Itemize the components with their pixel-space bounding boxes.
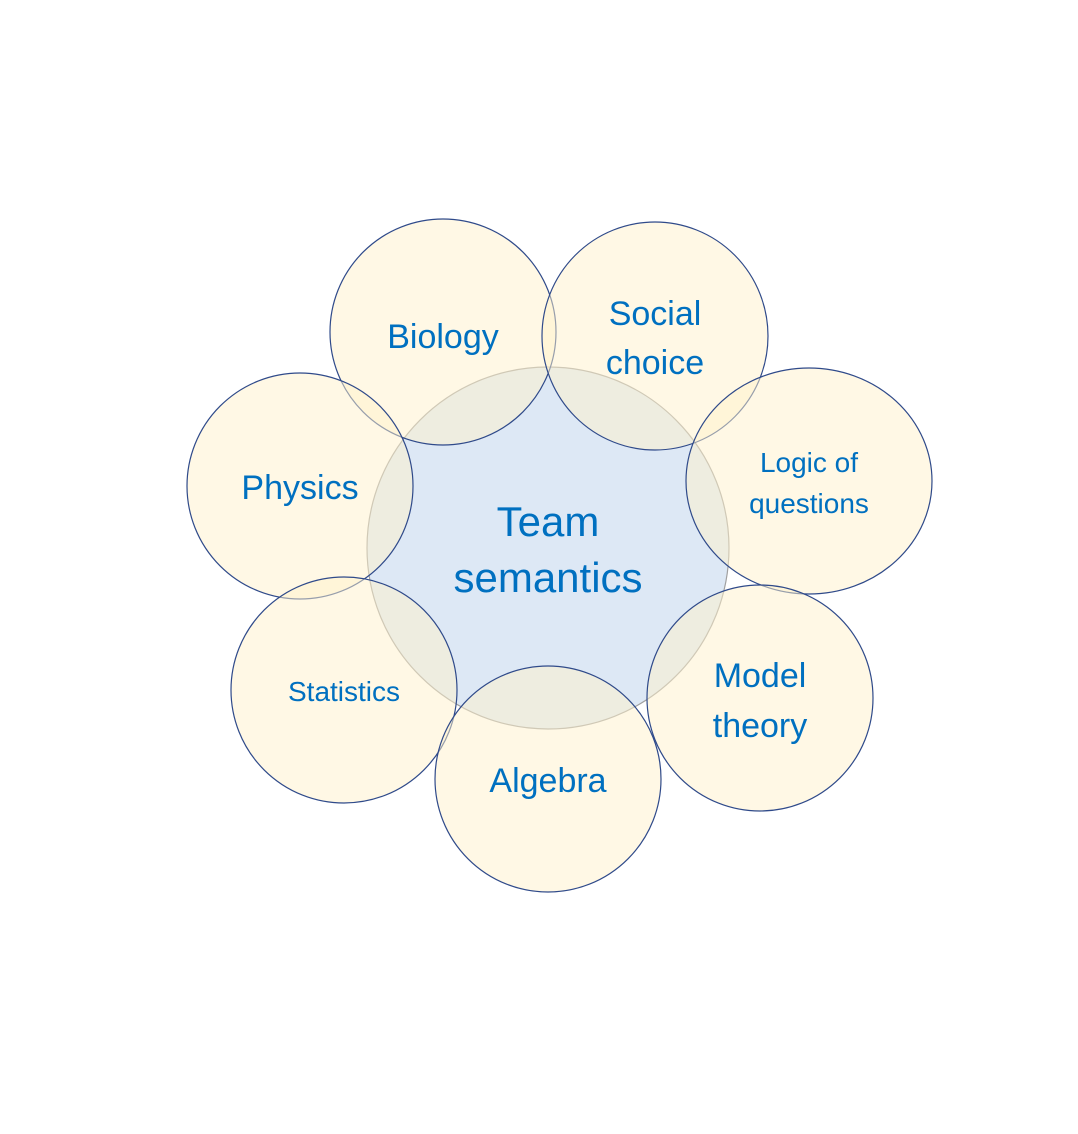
center-label-line1: Team xyxy=(497,498,600,545)
topic-label-algebra: Algebra xyxy=(489,762,606,800)
topic-circle-statistics xyxy=(230,576,458,804)
topic-circle-algebra xyxy=(434,665,662,893)
topic-label-statistics: Statistics xyxy=(288,676,400,707)
topic-label-physics: Physics xyxy=(241,469,358,507)
topic-circle-logic-of-questions xyxy=(685,367,933,595)
topic-label-model-theory: Model xyxy=(714,657,807,695)
topic-circle-model-theory xyxy=(646,584,874,812)
topic-label-model-theory: theory xyxy=(713,707,808,745)
topic-label-social-choice: choice xyxy=(606,344,704,382)
center-label-line2: semantics xyxy=(453,554,642,601)
topic-label-biology: Biology xyxy=(387,318,499,356)
topic-label-logic-of-questions: questions xyxy=(749,488,869,519)
topic-circle-social-choice xyxy=(541,221,769,451)
topic-label-social-choice: Social xyxy=(609,295,702,333)
topic-label-logic-of-questions: Logic of xyxy=(760,447,858,478)
